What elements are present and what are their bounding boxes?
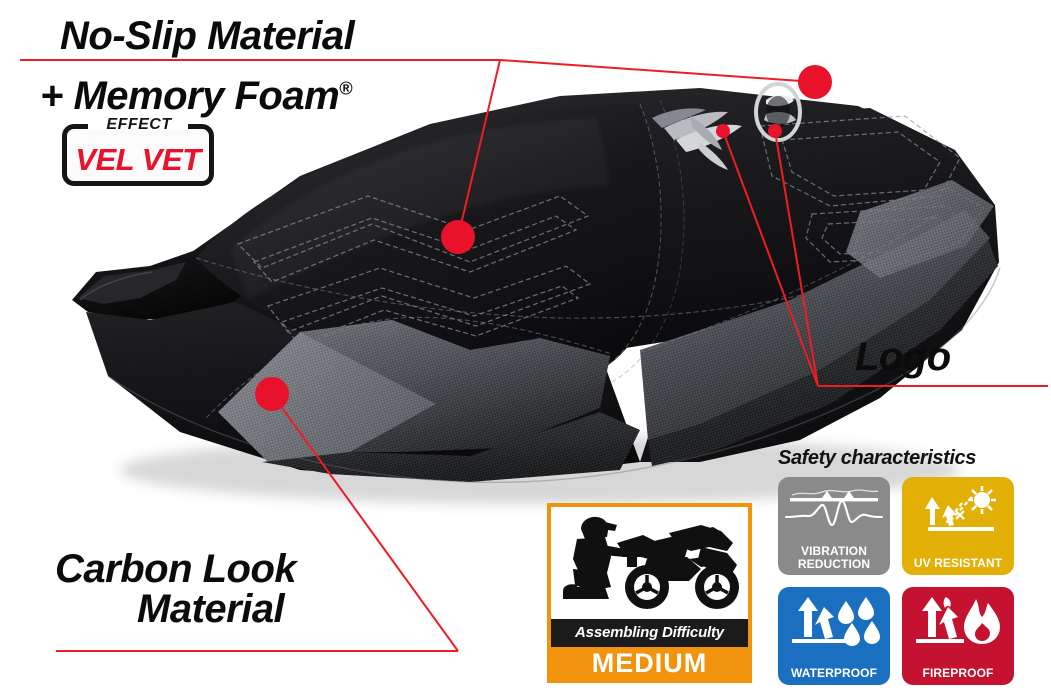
assembling-difficulty-level: MEDIUM: [551, 647, 748, 679]
flame-icon: [916, 597, 1000, 644]
safety-badge-vibration-reduction: VIBRATION REDUCTION: [778, 477, 890, 575]
mechanic-with-motorcycle-icon: [563, 516, 739, 609]
safety-badge-uv-resistant: UV RESISTANT: [902, 477, 1014, 575]
callout-title-memory-foam: + Memory Foam®: [40, 76, 352, 116]
safety-badge-label: UV RESISTANT: [913, 556, 1003, 570]
callout-label-logo: Logo: [855, 335, 951, 379]
safety-badge-label: FIREPROOF: [922, 666, 994, 680]
water-droplets-icon: [792, 597, 880, 646]
assembling-difficulty-badge: Assembling Difficulty MEDIUM: [547, 503, 752, 683]
safety-badge-label: VIBRATION REDUCTION: [797, 544, 871, 571]
safety-badge-grid: VIBRATION REDUCTION: [778, 477, 1026, 685]
velvet-badge-effect-word: EFFECT: [106, 116, 172, 133]
velvet-effect-badge: EFFECT VEL VET: [62, 117, 214, 186]
velvet-badge-velvet-word: VEL VET: [75, 142, 201, 177]
safety-characteristics-title: Safety characteristics: [778, 447, 976, 469]
safety-badge-fireproof: FIREPROOF: [902, 587, 1014, 685]
safety-characteristics-section: Safety characteristics VIBRATION REDUCTI…: [778, 447, 1026, 685]
callout-title-no-slip-material: No-Slip Material: [60, 14, 355, 58]
registered-trademark-symbol: ®: [339, 78, 353, 99]
velvet-badge-top-notch: [88, 120, 188, 130]
waveform-icon: [784, 489, 884, 527]
safety-badge-label: WATERPROOF: [790, 666, 878, 680]
sun-rays-icon: [925, 486, 996, 531]
callout-title-memory-foam-text: + Memory Foam: [40, 74, 340, 118]
callout-title-carbon-material: Material: [137, 587, 285, 631]
safety-badge-waterproof: WATERPROOF: [778, 587, 890, 685]
callout-title-carbon-look: Carbon Look: [55, 547, 297, 591]
assembling-difficulty-caption: Assembling Difficulty: [551, 619, 748, 647]
